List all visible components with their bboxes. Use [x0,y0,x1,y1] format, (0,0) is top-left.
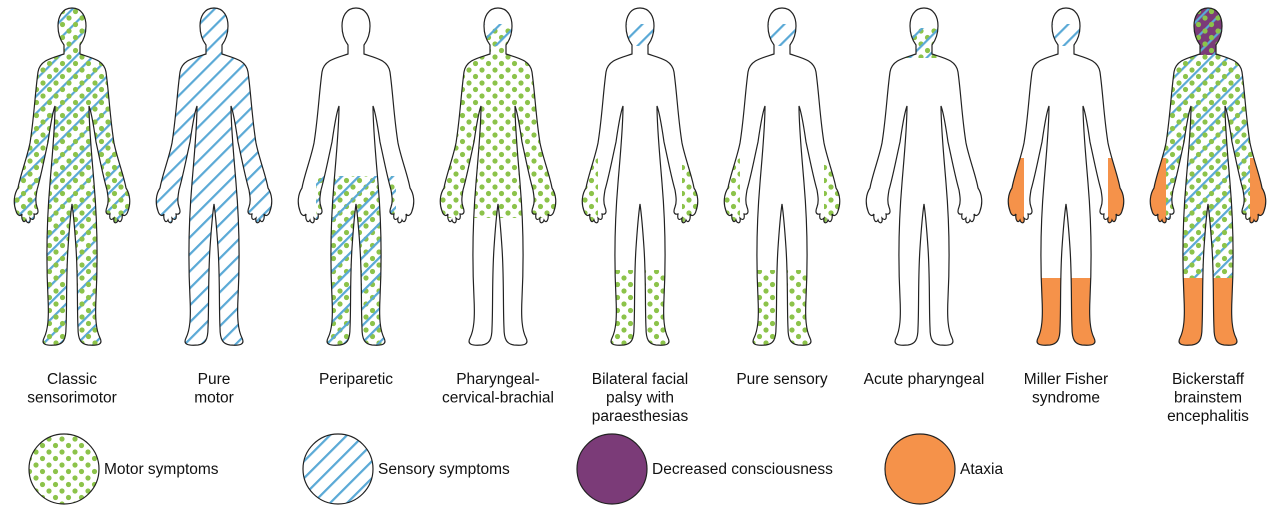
figure-label-line: Bickerstaff [1172,371,1245,388]
symptom-fills [906,28,942,58]
figure-label-line: palsy with [606,390,674,407]
figure-miller-fisher [996,8,1136,353]
figure-label: Classic sensorimotor [27,371,117,407]
legend-swatch [885,434,955,504]
legend-item-sensory: Sensory symptoms [303,434,510,504]
sensory-full-region [144,3,284,353]
legend-swatch [303,434,373,504]
symptom-fills [1138,3,1278,353]
symptom-fills [316,176,396,351]
symptom-fills [144,3,284,353]
sensory-legs-region [316,176,396,351]
legend-label: Sensory symptoms [378,461,510,478]
figure-label: Pure sensory [736,371,828,388]
figure-pure-motor [144,3,284,353]
legend-label: Motor symptoms [104,461,219,478]
motor-full-region [2,3,142,353]
body-outline [1008,8,1123,345]
sensory-throat-region [906,28,942,58]
figure-label-line: sensorimotor [27,390,117,407]
figure-label-line: motor [194,390,234,407]
figure-label-line: Pharyngeal- [456,371,540,388]
legend-item-ataxia: Ataxia [885,434,1003,504]
figure-label-line: Bilateral facial [592,371,689,388]
figure-label-line: Periparetic [319,371,393,388]
legend-swatch [29,434,99,504]
figure-label: Pharyngeal-cervical-brachial [442,371,554,407]
motor-upper-region [428,28,568,218]
figure-label: Miller Fisher syndrome [1024,371,1108,407]
figure-pure-sensory [712,8,852,350]
symptom-fills [996,24,1136,353]
body-outline [582,8,697,345]
symptom-fills [428,24,568,218]
symptom-fills [712,24,852,350]
figure-acute-pharyngeal [866,8,981,345]
figure-label-line: Acute pharyngeal [864,371,985,388]
figure-label: Acute pharyngeal [864,371,985,388]
figure-label-line: syndrome [1032,390,1100,407]
legend-swatch [577,434,647,504]
figure-label-line: paraesthesias [592,408,689,425]
figure-bickerstaff [1138,3,1278,353]
symptom-fills [570,24,710,350]
figure-label-line: cervical-brachial [442,390,554,407]
figure-label: Periparetic [319,371,393,388]
figure-label-line: encephalitis [1167,408,1249,425]
body-outline [724,8,839,345]
figure-label-line: Pure sensory [736,371,828,388]
figure-pharyngeal-cervical-brachial [428,8,568,345]
ataxia-limbs-region [1026,278,1106,353]
legend-item-motor: Motor symptoms [29,434,219,504]
figure-label-line: Pure [198,371,231,388]
figure-label-line: Classic [47,371,97,388]
symptom-fills [2,3,142,353]
figure-classic-sensorimotor [2,3,142,353]
body-outline [866,8,981,345]
figure-label-line: brainstem [1174,390,1242,407]
ataxia-limbs-region [1168,278,1248,353]
legend-label: Ataxia [960,461,1003,478]
figure-paraparetic [298,8,413,351]
legend-item-consciousness: Decreased consciousness [577,434,833,504]
figure-label: Pure motor [194,371,234,407]
figure-label-line: Miller Fisher [1024,371,1108,388]
figure-bilateral-facial-palsy [570,8,710,350]
legend-label: Decreased consciousness [652,461,833,478]
